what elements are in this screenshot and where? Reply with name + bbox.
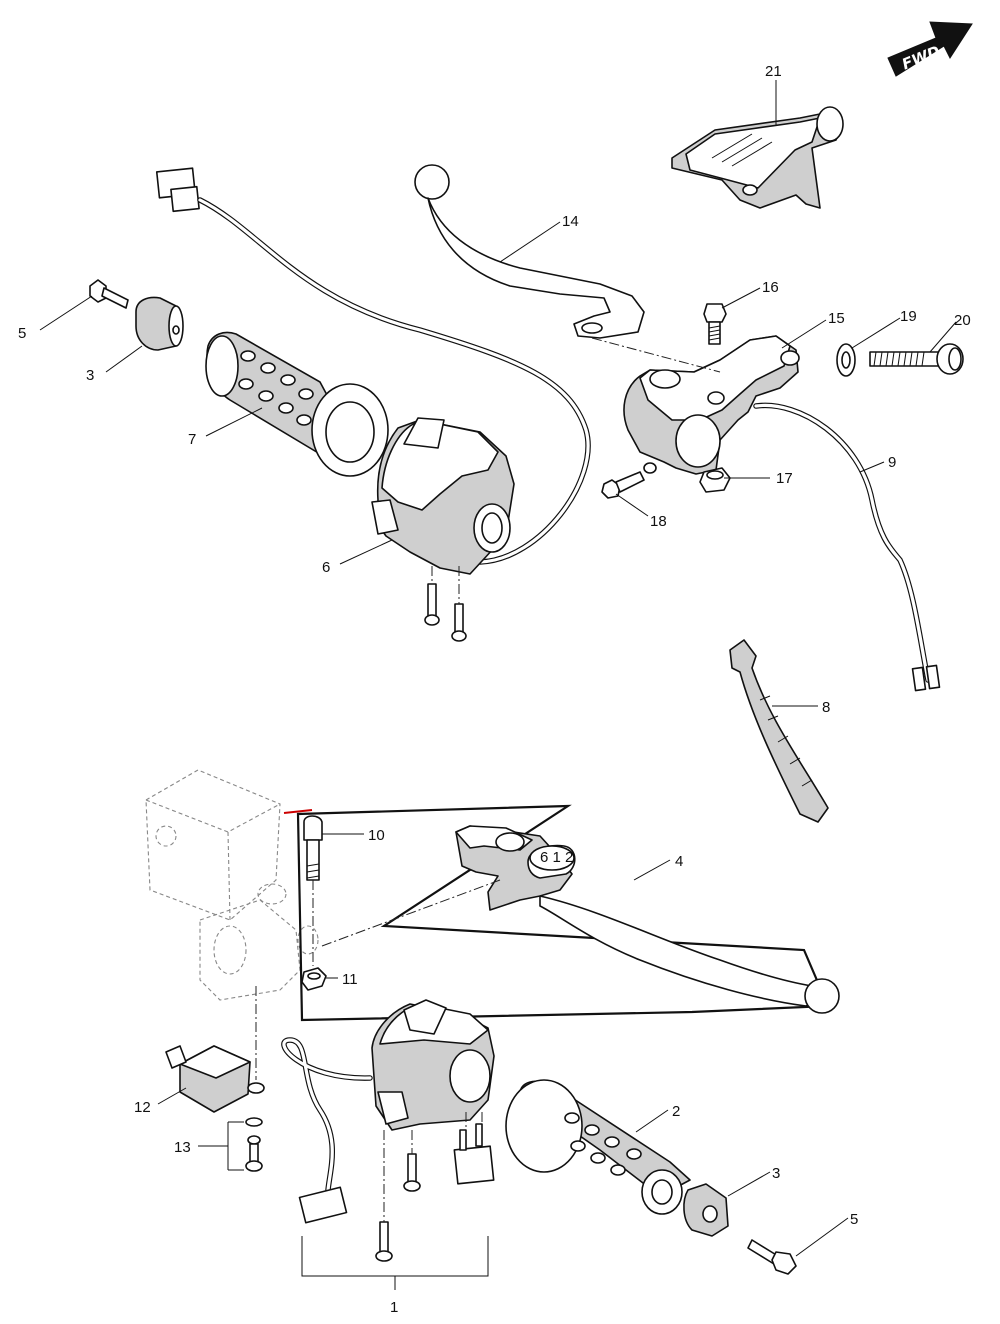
switch-wire-part-9 xyxy=(753,402,941,692)
callout-5-top: 5 xyxy=(18,325,26,342)
brake-lever-part-4: 6 1 2 xyxy=(455,825,840,1014)
bar-end-part-3-bottom xyxy=(683,1183,729,1237)
right-switch-wire xyxy=(281,1037,373,1224)
left-grip-part-7 xyxy=(205,331,389,477)
callout-10: 10 xyxy=(368,827,385,844)
cable-tie-part-8 xyxy=(729,639,829,823)
lever-bracket-part-15 xyxy=(623,335,800,475)
part-1-bracket xyxy=(301,1236,489,1290)
callout-17: 17 xyxy=(776,470,793,487)
switch-terminals xyxy=(453,1112,495,1185)
callout-13: 13 xyxy=(174,1139,191,1156)
callout-7: 7 xyxy=(188,431,196,448)
screw-washer-part-13 xyxy=(227,1117,263,1172)
nut-part-11 xyxy=(301,967,327,991)
grip-pattern-bottom xyxy=(564,1112,642,1176)
callout-14: 14 xyxy=(562,213,579,230)
right-grip-part-2 xyxy=(505,1079,691,1215)
left-switch-wire xyxy=(155,167,591,565)
callout-1: 1 xyxy=(390,1299,398,1316)
adjuster-screw-part-20 xyxy=(869,343,964,375)
lever-guard-part-21 xyxy=(671,106,844,209)
callout-numbers: 21 14 16 15 19 20 17 18 9 8 5 3 7 6 10 1… xyxy=(18,63,971,1316)
callout-2: 2 xyxy=(672,1103,680,1120)
callout-12: 12 xyxy=(134,1099,151,1116)
callout-21: 21 xyxy=(765,63,782,80)
callout-6: 6 xyxy=(322,559,330,576)
red-accent-mark xyxy=(283,809,313,814)
grip-pattern-top xyxy=(238,350,314,426)
callout-5-bottom: 5 xyxy=(850,1211,858,1228)
fwd-direction-arrow: FWD xyxy=(887,21,973,77)
master-cylinder-ghost xyxy=(145,769,319,1080)
bar-end-part-3-top xyxy=(135,296,184,351)
bolt-part-16 xyxy=(703,303,727,345)
callout-4: 4 xyxy=(675,853,683,870)
callout-18: 18 xyxy=(650,513,667,530)
callout-15: 15 xyxy=(828,310,845,327)
callout-19: 19 xyxy=(900,308,917,325)
lock-nut-part-19 xyxy=(836,343,856,377)
callout-11: 11 xyxy=(342,971,358,988)
pivot-bolt-part-10 xyxy=(303,815,323,966)
dial-marks: 6 1 2 xyxy=(540,849,573,866)
callout-3-bottom: 3 xyxy=(772,1165,780,1182)
callout-8: 8 xyxy=(822,699,830,716)
right-switch-screws xyxy=(375,1130,421,1262)
end-bolt-part-5-top xyxy=(89,279,129,309)
part-4-frame xyxy=(296,804,830,1022)
callout-16: 16 xyxy=(762,279,779,296)
nut-part-17 xyxy=(699,467,731,493)
right-switch-housing-part-1 xyxy=(371,999,495,1131)
bolt-part-18 xyxy=(601,471,645,499)
callout-20: 20 xyxy=(954,312,971,329)
adjuster-dial: 6 1 2 xyxy=(527,844,576,879)
lever-part-14 xyxy=(414,164,645,339)
left-switch-screws xyxy=(424,566,467,642)
end-bolt-part-5-bottom xyxy=(747,1239,797,1275)
callout-3-top: 3 xyxy=(86,367,94,384)
left-switch-housing-part-6 xyxy=(371,417,515,575)
leader-lines xyxy=(39,80,957,1257)
brake-switch-part-12 xyxy=(165,1045,265,1113)
callout-9: 9 xyxy=(888,454,896,471)
